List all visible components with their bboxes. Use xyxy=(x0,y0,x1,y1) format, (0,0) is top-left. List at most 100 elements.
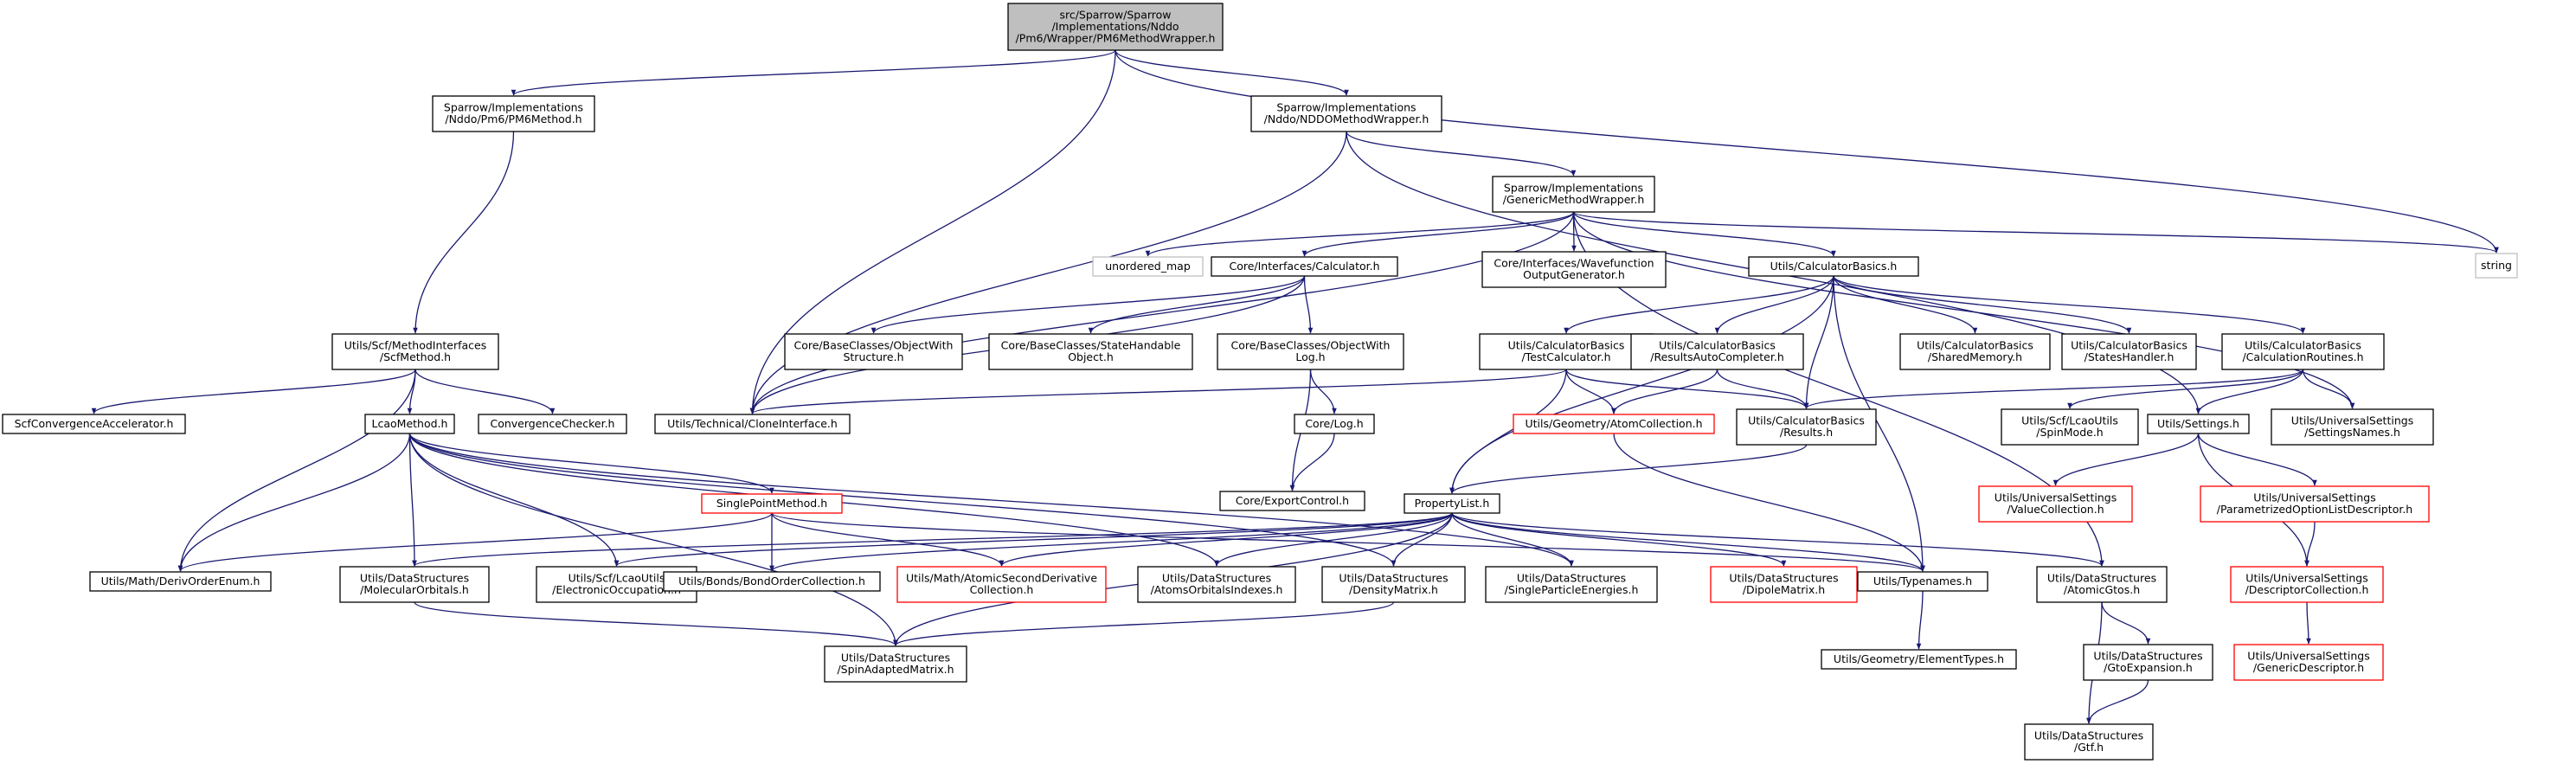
node-label-scfmethod-line-0: Utils/Scf/MethodInterfaces xyxy=(344,339,487,352)
node-label-genericwrapper-line-1: /GenericMethodWrapper.h xyxy=(1503,193,1645,206)
node-atomicgtos[interactable]: Utils/DataStructures/AtomicGtos.h xyxy=(2036,566,2168,603)
edge-objlog-to-corelog xyxy=(1309,369,1337,414)
node-calculator[interactable]: Core/Interfaces/Calculator.h xyxy=(1211,256,1398,277)
node-label-pm6method-line-1: /Nddo/Pm6/PM6Method.h xyxy=(445,112,581,125)
node-descriptorcoll[interactable]: Utils/UniversalSettings/DescriptorCollec… xyxy=(2230,566,2384,603)
edge-propertylist-to-dipolematrix xyxy=(1451,512,1787,567)
node-box-calcroutines xyxy=(2221,333,2385,370)
node-gtoexpansion[interactable]: Utils/DataStructures/GtoExpansion.h xyxy=(2083,644,2213,681)
node-corelog[interactable]: Core/Log.h xyxy=(1294,414,1375,434)
node-atomicsecond[interactable]: Utils/Math/AtomicSecondDerivativeCollect… xyxy=(896,566,1107,603)
node-label-calcroutines-line-1: /CalculationRoutines.h xyxy=(2242,350,2363,363)
node-genericwrapper[interactable]: Sparrow/Implementations/GenericMethodWra… xyxy=(1492,176,1655,213)
node-settingsnames[interactable]: Utils/UniversalSettings/SettingsNames.h xyxy=(2271,408,2434,446)
edge-genericwrapper-to-calculator xyxy=(1301,211,1575,257)
node-dipolematrix[interactable]: Utils/DataStructures/DipoleMatrix.h xyxy=(1710,566,1858,603)
node-box-exportcontrol xyxy=(1219,491,1365,511)
node-convchecker[interactable]: ConvergenceChecker.h xyxy=(478,414,627,434)
node-stateshandler[interactable]: Utils/CalculatorBasics/StatesHandler.h xyxy=(2061,333,2197,370)
edge-testcalc-to-cloneinterface xyxy=(749,369,1567,414)
node-box-molorbitals xyxy=(339,566,490,603)
edge-calcroutines-to-spinmode xyxy=(2067,369,2304,409)
node-molorbitals[interactable]: Utils/DataStructures/MolecularOrbitals.h xyxy=(339,566,490,603)
node-box-corelog xyxy=(1294,414,1375,434)
edge-testcalc-to-results xyxy=(1565,369,1809,409)
node-atomsorbitals[interactable]: Utils/DataStructures/AtomsOrbitalsIndexe… xyxy=(1137,566,1296,603)
edge-genericwrapper-to-unordered_map xyxy=(1145,211,1575,257)
node-gtf[interactable]: Utils/DataStructures/Gtf.h xyxy=(2024,723,2154,761)
node-elementtypes[interactable]: Utils/Geometry/ElementTypes.h xyxy=(1821,649,2017,670)
edge-testcalc-to-atomcollection xyxy=(1565,369,1616,414)
edge-propertylist-to-singleparticle xyxy=(1451,512,1574,567)
node-label-dipolematrix-line-1: /DipoleMatrix.h xyxy=(1743,583,1825,596)
node-propertylist[interactable]: PropertyList.h xyxy=(1404,493,1500,514)
node-derivorder[interactable]: Utils/Math/DerivOrderEnum.h xyxy=(89,571,272,592)
edge-calcbasics-to-sharedmem xyxy=(1833,275,1978,334)
node-label-elementtypes-line-0: Utils/Geometry/ElementTypes.h xyxy=(1834,652,2004,665)
node-wavefunction[interactable]: Core/Interfaces/WavefunctionOutputGenera… xyxy=(1481,251,1667,288)
node-resultsauto[interactable]: Utils/CalculatorBasics/ResultsAutoComple… xyxy=(1630,333,1804,370)
node-string[interactable]: string xyxy=(2475,253,2518,279)
node-label-calcbasics-line-0: Utils/CalculatorBasics.h xyxy=(1770,260,1898,273)
node-box-results xyxy=(1736,408,1877,446)
node-root[interactable]: src/Sparrow/Sparrow/Implementations/Nddo… xyxy=(1007,3,1224,51)
node-atomcollection[interactable]: Utils/Geometry/AtomCollection.h xyxy=(1513,414,1715,434)
node-label-paramoption-line-0: Utils/UniversalSettings xyxy=(2253,491,2375,504)
node-cloneinterface[interactable]: Utils/Technical/CloneInterface.h xyxy=(654,414,851,434)
node-label-atomcollection-line-0: Utils/Geometry/AtomCollection.h xyxy=(1525,417,1702,430)
node-calcroutines[interactable]: Utils/CalculatorBasics/CalculationRoutin… xyxy=(2221,333,2385,370)
edge-lcaomethod-to-electronicocc xyxy=(408,433,620,567)
node-label-unordered_map-line-0: unordered_map xyxy=(1105,260,1191,273)
node-label-resultsauto-line-0: Utils/CalculatorBasics xyxy=(1659,339,1776,352)
edge-settings-to-valuecollection xyxy=(2052,433,2200,486)
node-calcbasics[interactable]: Utils/CalculatorBasics.h xyxy=(1748,256,1919,277)
node-label-lcaomethod-line-0: LcaoMethod.h xyxy=(372,417,448,430)
node-sharedmem[interactable]: Utils/CalculatorBasics/SharedMemory.h xyxy=(1899,333,2051,370)
node-spinmode[interactable]: Utils/Scf/LcaoUtils/SpinMode.h xyxy=(2001,408,2139,446)
node-singleparticle[interactable]: Utils/DataStructures/SingleParticleEnerg… xyxy=(1485,566,1658,603)
edge-singlepoint-to-typenames xyxy=(771,512,1925,572)
edge-settings-to-paramoption xyxy=(2197,433,2317,486)
node-genericdesc[interactable]: Utils/UniversalSettings/GenericDescripto… xyxy=(2233,644,2384,681)
node-results[interactable]: Utils/CalculatorBasics/Results.h xyxy=(1736,408,1877,446)
node-label-settingsnames-line-1: /SettingsNames.h xyxy=(2304,426,2400,439)
edge-root-to-cloneinterface xyxy=(749,49,1116,414)
node-bondorder[interactable]: Utils/Bonds/BondOrderCollection.h xyxy=(663,571,881,592)
edge-typenames-to-elementtypes xyxy=(1916,590,1924,650)
node-unordered_map[interactable]: unordered_map xyxy=(1092,256,1204,277)
node-label-resultsauto-line-1: /ResultsAutoCompleter.h xyxy=(1650,350,1784,363)
node-label-scfmethod-line-1: /ScfMethod.h xyxy=(380,350,451,363)
node-scfmethod[interactable]: Utils/Scf/MethodInterfaces/ScfMethod.h xyxy=(331,333,499,370)
node-box-descriptorcoll xyxy=(2230,566,2384,603)
node-singlepoint[interactable]: SinglePointMethod.h xyxy=(701,493,843,514)
node-pm6method[interactable]: Sparrow/Implementations/Nddo/Pm6/PM6Meth… xyxy=(432,95,595,132)
node-label-testcalc-line-1: /TestCalculator.h xyxy=(1521,350,1610,363)
node-label-gtf-line-0: Utils/DataStructures xyxy=(2034,729,2143,742)
node-densitymatrix[interactable]: Utils/DataStructures/DensityMatrix.h xyxy=(1321,566,1466,603)
edge-resultsauto-to-results xyxy=(1716,369,1809,409)
node-typenames[interactable]: Utils/Typenames.h xyxy=(1857,571,1988,592)
edge-corelog-to-exportcontrol xyxy=(1289,433,1335,491)
node-valuecollection[interactable]: Utils/UniversalSettings/ValueCollection.… xyxy=(1978,485,2133,523)
node-nddowrapper[interactable]: Sparrow/Implementations/Nddo/NDDOMethodW… xyxy=(1250,95,1442,132)
node-testcalc[interactable]: Utils/CalculatorBasics/TestCalculator.h xyxy=(1479,333,1654,370)
edge-calcbasics-to-resultsauto xyxy=(1714,275,1834,334)
node-spinadapted[interactable]: Utils/DataStructures/SpinAdaptedMatrix.h xyxy=(824,645,967,683)
node-label-root-line-1: /Implementations/Nddo xyxy=(1051,20,1179,33)
edge-lcaomethod-to-spinadapted xyxy=(408,433,898,646)
node-label-paramoption-line-1: /ParametrizedOptionListDescriptor.h xyxy=(2217,503,2412,516)
node-lcaomethod[interactable]: LcaoMethod.h xyxy=(364,414,455,434)
node-label-statehandable-line-1: Object.h xyxy=(1068,350,1114,363)
node-box-spinmode xyxy=(2001,408,2139,446)
node-label-settingsnames-line-0: Utils/UniversalSettings xyxy=(2291,414,2413,427)
node-paramoption[interactable]: Utils/UniversalSettings/ParametrizedOpti… xyxy=(2200,485,2430,523)
node-box-gtf xyxy=(2024,723,2154,761)
node-label-genericdesc-line-0: Utils/UniversalSettings xyxy=(2247,650,2369,663)
node-settings[interactable]: Utils/Settings.h xyxy=(2147,414,2250,434)
node-exportcontrol[interactable]: Core/ExportControl.h xyxy=(1219,491,1365,511)
node-scfaccel[interactable]: ScfConvergenceAccelerator.h xyxy=(2,414,186,434)
node-box-spinadapted xyxy=(824,645,967,683)
